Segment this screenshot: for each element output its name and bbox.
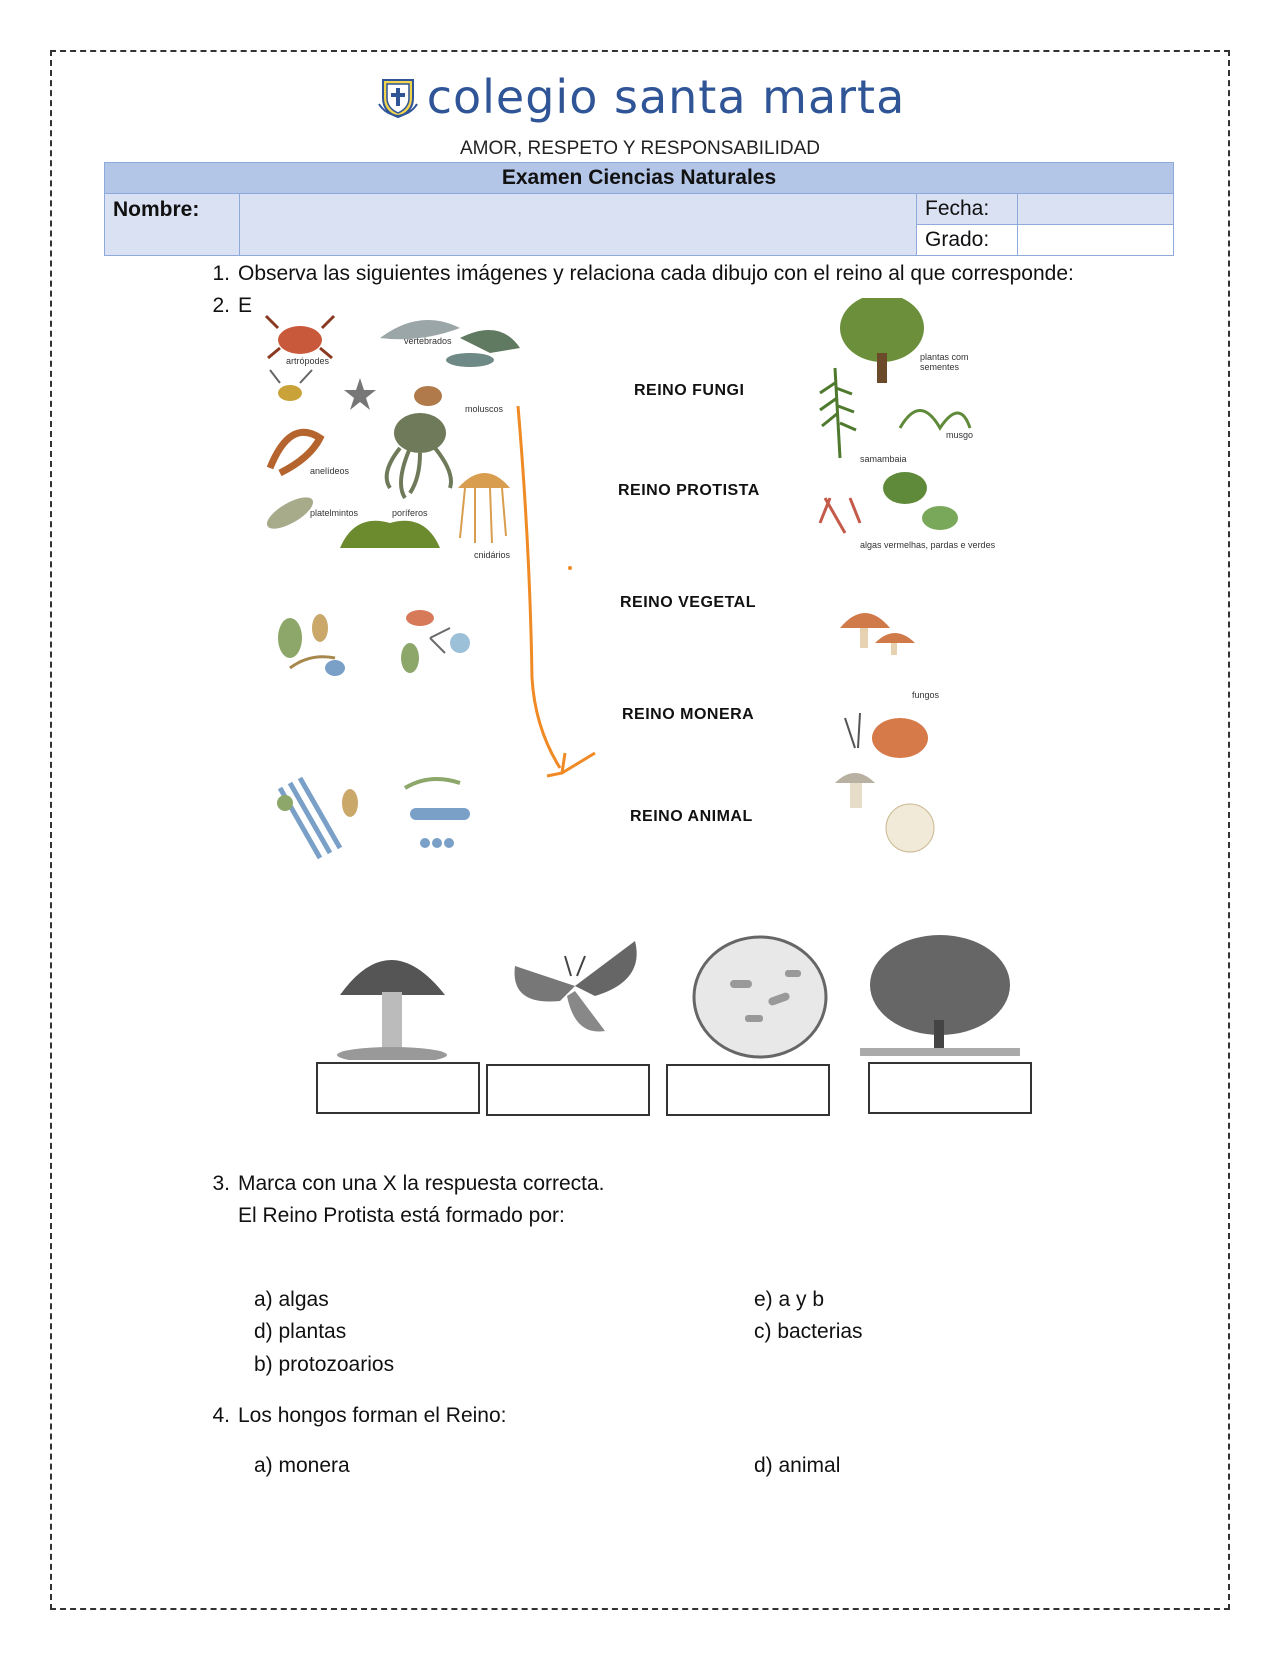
kingdom-vegetal: REINO VEGETAL (620, 594, 756, 611)
question-text: Los hongos forman el Reino: (238, 1404, 507, 1427)
label-samambaia: samambaia (860, 454, 907, 464)
fish-bird-image (380, 320, 520, 367)
q4-option-d[interactable]: d) animal (754, 1454, 841, 1477)
question-subtext: El Reino Protista está formado por: (238, 1204, 565, 1227)
name-field[interactable] (239, 193, 917, 256)
grade-field[interactable] (1017, 224, 1174, 256)
option-e[interactable]: e) a y b (754, 1288, 825, 1311)
name-label: Nombre: (104, 193, 240, 256)
moss-image (898, 409, 972, 431)
exam-title: Examen Ciencias Naturales (104, 162, 1174, 194)
option-d[interactable]: d) plantas (254, 1320, 347, 1343)
fern-image (819, 367, 857, 459)
label-cnidarios: cnidários (474, 550, 511, 560)
answer-box-bacteria[interactable] (666, 1064, 830, 1116)
label-musgo: musgo (946, 430, 974, 440)
mushrooms-image-bottom (835, 712, 935, 853)
school-crest-icon (377, 79, 418, 119)
answer-box-butterfly[interactable] (486, 1064, 650, 1116)
jellyfish-image (458, 473, 510, 544)
kingdom-protista: REINO PROTISTA (618, 482, 760, 499)
kingdoms-illustration (260, 298, 1020, 918)
label-plantas-com-sementes: plantas com sementes (920, 352, 969, 372)
label-moluscos: moluscos (465, 404, 504, 414)
label-algas: algas vermelhas, pardas e verdes (860, 540, 996, 550)
kingdom-animal: REINO ANIMAL (630, 808, 753, 825)
octopus-image (384, 413, 453, 500)
flatworm-image (266, 497, 314, 529)
wasp-image (269, 369, 313, 401)
tree-image (840, 298, 924, 383)
answer-box-mushroom[interactable] (316, 1062, 480, 1114)
bacteria-petri-picture (692, 935, 828, 1059)
stray-dot (568, 566, 572, 570)
option-a[interactable]: a) algas (254, 1288, 329, 1311)
label-platelmintos: platelmintos (310, 508, 359, 518)
option-b[interactable]: b) protozoarios (254, 1353, 395, 1376)
school-brand: colegio santa marta (375, 70, 906, 124)
crab-image (264, 314, 336, 360)
starfish-image (344, 378, 376, 410)
school-name: colegio santa marta (426, 70, 906, 124)
school-header: colegio santa marta (0, 70, 1280, 125)
student-info-table: Examen Ciencias Naturales Nombre: Fecha:… (104, 162, 1174, 256)
question-number: 1. (212, 262, 230, 285)
date-label: Fecha: (916, 193, 1018, 225)
label-fungos: fungos (912, 690, 940, 700)
question-text: Observa las siguientes imágenes y relaci… (238, 262, 1074, 285)
answer-box-tree[interactable] (868, 1062, 1032, 1114)
option-c[interactable]: c) bacterias (754, 1320, 863, 1343)
school-motto: AMOR, RESPETO Y RESPONSABILIDAD (459, 138, 821, 159)
sponge-image (340, 520, 440, 548)
question-number: 2. (212, 294, 230, 317)
butterfly-picture (514, 941, 637, 1032)
label-vertebrados: vertebrados (404, 336, 452, 346)
page-border (50, 50, 1230, 1610)
matching-arrow (516, 405, 562, 769)
mushroom-picture (337, 960, 447, 1060)
protists-image-left (278, 614, 345, 676)
label-poriferos: poríferos (392, 508, 428, 518)
mushrooms-image-top (840, 613, 915, 655)
date-field[interactable] (1017, 193, 1174, 225)
question-text: E (238, 294, 253, 317)
grade-label: Grado: (916, 224, 1018, 256)
q4-option-a[interactable]: a) monera (254, 1454, 350, 1477)
kingdom-fungi: REINO FUNGI (634, 382, 745, 399)
arrow-head (546, 751, 596, 778)
bacteria-image-right (403, 777, 470, 848)
bacteria-image-left (277, 776, 358, 860)
protists-image-right (401, 610, 470, 673)
tree-picture (860, 935, 1020, 1056)
shell-image (414, 386, 442, 406)
kingdom-monera: REINO MONERA (622, 706, 755, 723)
algae-image (818, 472, 958, 534)
label-artropodes: artrópodes (286, 356, 330, 366)
question-number: 3. (212, 1172, 230, 1195)
worm-image (266, 428, 325, 477)
question-text: Marca con una X la respuesta correcta. (238, 1172, 605, 1195)
label-anelideos: anelídeos (310, 466, 350, 476)
question-number: 4. (212, 1404, 230, 1427)
